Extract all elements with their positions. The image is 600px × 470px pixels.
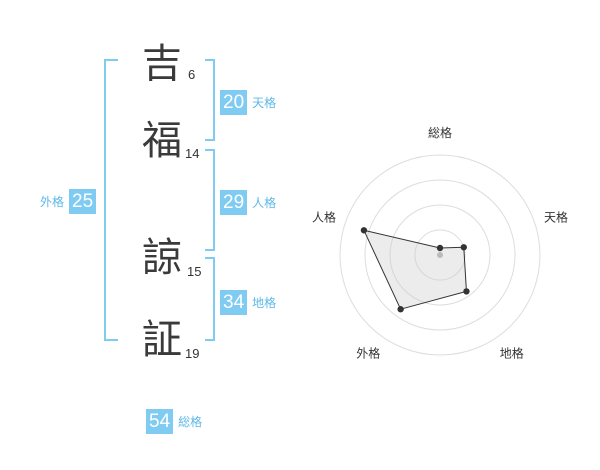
name-char-2: 福	[142, 118, 182, 164]
soukaku-value: 54	[146, 409, 174, 434]
stroke-count-3: 15	[187, 264, 202, 279]
radar-point-3	[463, 288, 470, 295]
name-char-1: 吉	[142, 41, 182, 87]
jinkaku-value: 29	[220, 190, 248, 215]
radar-ring-1	[414, 229, 466, 281]
chikaku-label: 地格	[252, 296, 277, 310]
tenkaku-label: 天格	[252, 96, 277, 110]
chikaku-badge: 34 地格	[220, 290, 276, 315]
radar-point-4	[397, 306, 404, 313]
gaikaku-value: 25	[69, 189, 97, 214]
radar-axis-label-4: 外格	[356, 346, 380, 361]
radar-axis-label-3: 地格	[500, 346, 524, 361]
gaikaku-badge: 外格 25	[40, 189, 97, 214]
radar-axis-label-2: 天格	[544, 209, 568, 224]
soukaku-badge: 54 総格	[146, 409, 202, 434]
soukaku-label: 総格	[178, 415, 203, 429]
tenkaku-value: 20	[220, 90, 248, 115]
stroke-count-2: 14	[185, 146, 200, 161]
tenkaku-bracket	[205, 59, 215, 141]
radar-area	[363, 229, 467, 310]
name-char-4: 証	[142, 317, 182, 363]
radar-axis-label-5: 人格	[312, 209, 336, 224]
gaikaku-bracket	[104, 59, 118, 341]
radar-center	[437, 252, 443, 258]
radar-axis-label-1: 総格	[428, 125, 452, 140]
radar-point-1	[436, 244, 444, 252]
jinkaku-label: 人格	[252, 196, 277, 210]
stroke-count-4: 19	[185, 346, 200, 361]
radar-ring-3	[364, 179, 516, 331]
radar-ring-4	[339, 154, 541, 356]
chikaku-bracket	[205, 257, 215, 341]
fortune-brackets	[104, 59, 215, 341]
radar-point-2	[460, 244, 467, 251]
jinkaku-bracket	[205, 149, 215, 251]
stroke-count-1: 6	[188, 67, 196, 82]
radar-ring-2	[389, 204, 491, 306]
radar-point-5	[360, 227, 368, 234]
name-char-3: 諒	[142, 235, 182, 281]
chikaku-value: 34	[220, 290, 248, 315]
jinkaku-badge: 29 人格	[220, 190, 276, 215]
tenkaku-badge: 20 天格	[220, 90, 276, 115]
gaikaku-label: 外格	[40, 195, 65, 209]
